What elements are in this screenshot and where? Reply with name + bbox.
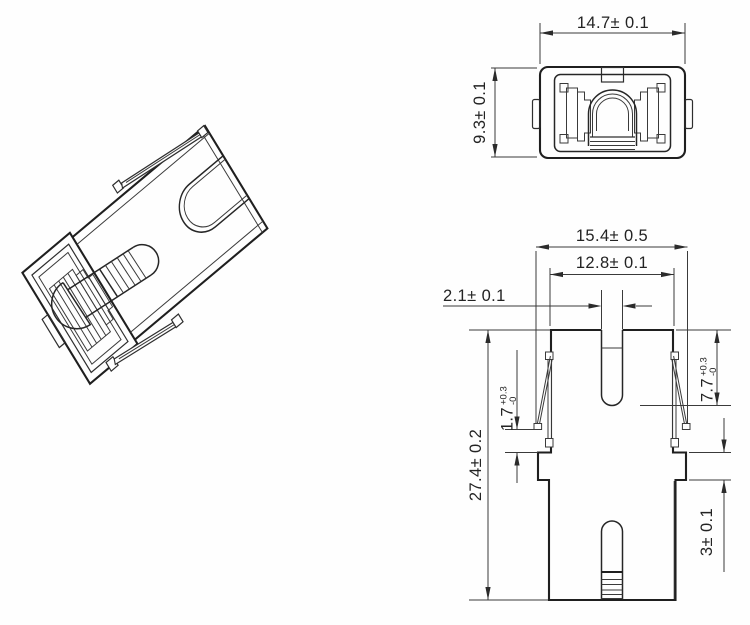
front-sleeve-ribs (601, 579, 623, 599)
iso-internal-structure (48, 268, 114, 352)
front-sleeve-capsule (600, 520, 624, 600)
iso-sleeve-cap (132, 243, 160, 276)
dim-text-latch-clearance-tol-plus: +0.3 (499, 386, 510, 405)
top-end-view (531, 65, 694, 160)
iso-tube-outline (71, 124, 269, 341)
dimension-slot-width-2-1: 2.1± 0.1 (443, 287, 652, 329)
end-view-inner-frame (553, 73, 672, 153)
iso-u-slot-inner (183, 158, 248, 228)
isometric-view (21, 124, 269, 386)
dimension-slot-depth-7-7: 7.7 +0.3 -0 (640, 329, 731, 406)
dimensions-top-view: 14.7± 0.1 9.3± 0.1 (471, 14, 686, 158)
iso-rear-face-edge (199, 129, 263, 233)
dimension-latch-clearance-1-7: 1.7 +0.3 -0 (499, 350, 538, 483)
iso-latch-wing-bottom (105, 313, 184, 372)
end-view-right-lug (684, 98, 694, 130)
dim-text-body-width: 12.8± 0.1 (576, 254, 648, 272)
dimension-total-height-27-4: 27.4± 0.2 (467, 329, 550, 601)
iso-u-slot-outer (178, 155, 250, 233)
end-view-right-guide-block (634, 83, 666, 144)
dimension-step-height-3: 3± 0.1 (689, 418, 731, 572)
end-view-left-lug (531, 98, 541, 130)
dimension-flange-width-15-4: 15.4± 0.5 (535, 227, 688, 423)
iso-sleeve-dome (50, 282, 92, 330)
dim-text-slot-width: 2.1± 0.1 (443, 287, 506, 305)
dim-text-height-top-view: 9.3± 0.1 (471, 81, 489, 144)
iso-split-sleeve-cylinder (50, 243, 160, 330)
iso-sleeve-ribs (105, 250, 147, 294)
dim-text-width-top-view: 14.7± 0.1 (577, 14, 649, 32)
dim-text-latch-clearance-value: 1.7 (499, 407, 517, 431)
end-view-sleeve-ribs (590, 141, 635, 150)
iso-top-face-edge (76, 132, 210, 245)
iso-bottom-face-edge (130, 220, 264, 333)
end-view-sleeve-arch (587, 89, 638, 150)
iso-collar-side-lug (41, 313, 67, 349)
front-key-slot (600, 330, 624, 407)
dim-text-total-height: 27.4± 0.2 (467, 429, 485, 501)
end-view-body-outline (538, 65, 687, 160)
dimensions-front-view: 15.4± 0.5 12.8± 0.1 2.1± 0.1 27.4± 0.2 (443, 227, 731, 601)
dim-text-step-height: 3± 0.1 (698, 508, 716, 556)
iso-collar-inner-frame2 (38, 251, 122, 365)
front-body-outline (536, 328, 688, 602)
dimension-height-9-3: 9.3± 0.1 (471, 67, 537, 158)
dimension-width-14-7: 14.7± 0.1 (539, 14, 686, 64)
dim-text-latch-clearance-tol-minus: -0 (508, 397, 519, 405)
dim-text-slot-depth-tol-minus: -0 (708, 368, 719, 376)
dim-text-slot-depth-tol-plus: +0.3 (699, 357, 710, 376)
dim-text-slot-depth-value: 7.7 (699, 378, 717, 402)
front-left-latch-wing (533, 351, 554, 448)
dim-text-flange-width: 15.4± 0.5 (576, 227, 648, 245)
dimension-body-width-12-8: 12.8± 0.1 (549, 254, 675, 326)
end-view-left-guide-block (559, 83, 591, 144)
iso-latch-wing-top (111, 124, 209, 194)
front-section-view (533, 328, 691, 602)
